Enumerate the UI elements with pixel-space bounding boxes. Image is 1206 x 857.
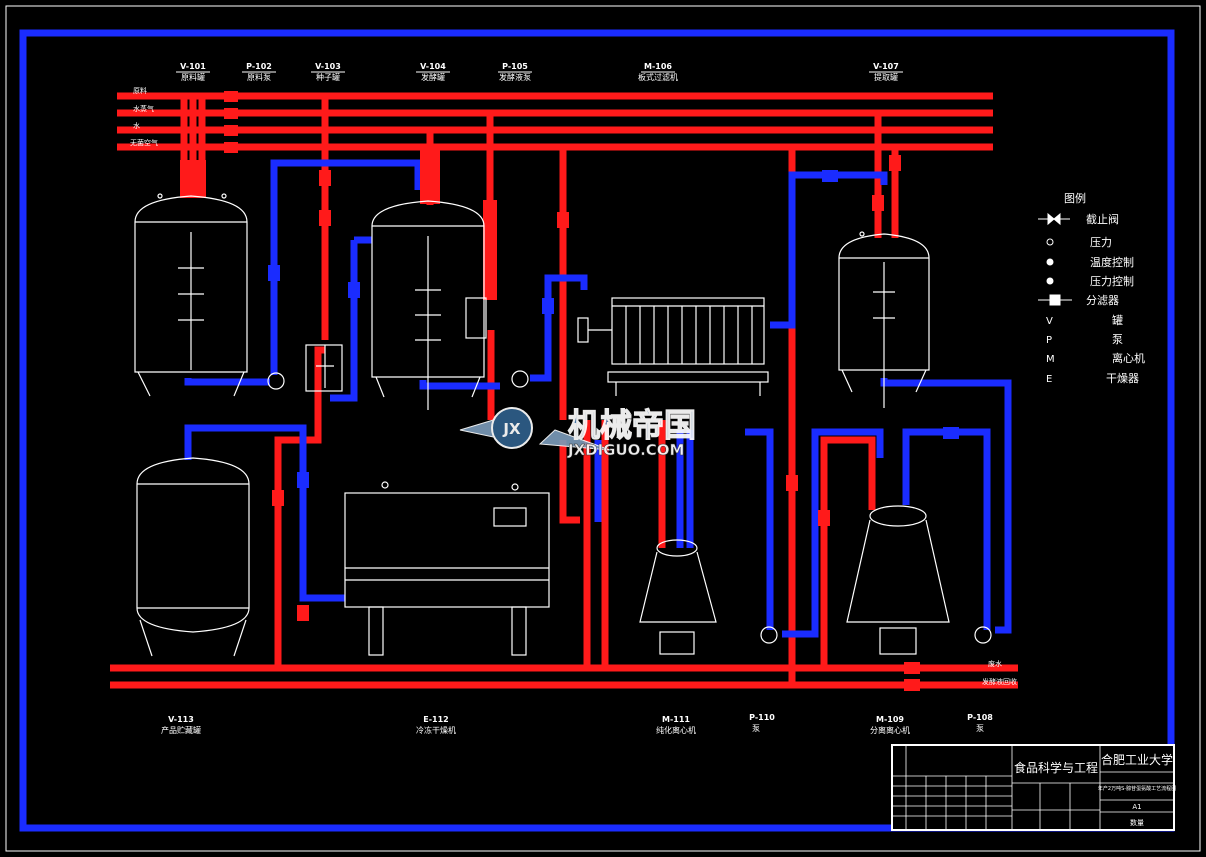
tank-v101 [134, 193, 248, 397]
equip-name: 纯化离心机 [656, 725, 696, 735]
legend-label: 罐 [1112, 314, 1123, 327]
outlet-label-wastewater: 废水 [988, 659, 1002, 668]
legend-label: 压力 [1090, 236, 1112, 249]
equip-code: P-110 [749, 713, 775, 722]
title-block: 食品科学与工程 合肥工业大学 年产2万吨S-腺苷蛋氨酸工艺流程图 A1 数量 [891, 744, 1176, 831]
pump-p102 [267, 372, 285, 390]
pressure-icon [1046, 238, 1054, 246]
equip-code: M-109 [876, 715, 904, 724]
pressure-control-icon [1046, 277, 1054, 285]
legend-label: 分滤器 [1086, 294, 1119, 307]
title-block-university: 合肥工业大学 [1101, 752, 1173, 767]
equip-code: V-107 [873, 62, 899, 71]
blue-frame [19, 29, 1175, 832]
legend-title: 图例 [1064, 191, 1086, 205]
equip-name: 板式过滤机 [638, 72, 678, 82]
pump-p108 [974, 626, 992, 644]
equip-name: 产品贮藏罐 [161, 725, 201, 735]
bottom-equipment-labels: V-113 产品贮藏罐 E-112 冷冻干燥机 M-111 纯化离心机 P-11… [161, 713, 993, 735]
equip-name: 原料泵 [247, 72, 271, 82]
legend-label: 温度控制 [1090, 255, 1134, 269]
legend: 图例 截止阀 压力 温度控制 压力控制 分滤器 V 罐 P 泵 M 离心机 E … [1038, 191, 1145, 385]
equip-code: M-111 [662, 715, 690, 724]
equip-code: M-106 [644, 62, 672, 71]
wing-right-icon [538, 429, 611, 451]
title-block-drawing-title: 年产2万吨S-腺苷蛋氨酸工艺流程图 [1098, 785, 1176, 792]
equip-code: V-103 [315, 62, 341, 71]
equip-name: 提取罐 [874, 72, 898, 82]
legend-symbol: E [1046, 374, 1052, 385]
legend-label: 泵 [1112, 333, 1123, 346]
watermark-badge: JX [502, 420, 521, 438]
filter-press-m106 [577, 297, 769, 396]
equip-code: P-105 [502, 62, 528, 71]
equip-code: V-113 [168, 715, 194, 724]
title-block-role: 数量 [1130, 818, 1144, 827]
legend-label: 干燥器 [1106, 372, 1139, 385]
header-pipes [117, 92, 993, 151]
equip-name: 发酵罐 [421, 72, 445, 82]
feed-label-3: 无菌空气 [130, 138, 158, 147]
freeze-dryer-e112 [344, 481, 550, 656]
outlet-label-recovery: 发酵液回收 [982, 677, 1017, 686]
equip-name: 原料罐 [181, 72, 205, 82]
legend-symbol: V [1046, 316, 1053, 327]
tank-v107 [838, 231, 930, 408]
header-valves [224, 91, 238, 153]
equip-code: E-112 [423, 715, 448, 724]
watermark-en: JXDIGUO.COM [567, 441, 684, 459]
equip-name: 泵 [752, 724, 760, 733]
pump-p105 [511, 370, 529, 388]
legend-label: 压力控制 [1090, 274, 1134, 288]
feed-label-2: 水 [133, 121, 140, 130]
equip-name: 种子罐 [316, 72, 340, 82]
title-block-sheet: A1 [1132, 803, 1141, 811]
watermark: JX 机械帝国 JXDIGUO.COM [459, 405, 697, 459]
equipment [134, 193, 992, 657]
feed-line-labels: 原料 水蒸气 水 无菌空气 [130, 86, 158, 147]
equip-code: V-101 [180, 62, 206, 71]
tank-v103 [305, 344, 343, 392]
equip-code: P-108 [967, 713, 993, 722]
legend-symbol: P [1046, 335, 1052, 346]
watermark-cn: 机械帝国 [568, 406, 696, 444]
equip-name: 冷冻干燥机 [416, 725, 456, 735]
centrifuge-m111 [639, 539, 717, 655]
temperature-control-icon [1046, 258, 1054, 266]
feed-label-0: 原料 [133, 86, 147, 95]
top-equipment-labels: V-101 原料罐 P-102 原料泵 V-103 种子罐 V-104 发酵罐 … [180, 62, 899, 82]
equip-name: 分离离心机 [870, 725, 910, 735]
equip-code: V-104 [420, 62, 446, 71]
legend-symbol: M [1046, 354, 1055, 365]
legend-label: 截止阀 [1086, 212, 1119, 226]
title-block-department: 食品科学与工程 [1014, 760, 1098, 775]
valve-markers [180, 150, 959, 691]
filter-icon [1049, 294, 1061, 306]
globe-valve-icon [1047, 212, 1055, 226]
equip-name: 发酵液泵 [499, 72, 531, 82]
gear-badge-icon [491, 407, 533, 449]
outer-border [5, 5, 1201, 852]
tank-v104 [371, 200, 487, 410]
centrifuge-m109 [846, 505, 950, 655]
globe-valve-icon [1053, 212, 1061, 226]
equip-code: P-102 [246, 62, 272, 71]
feed-label-1: 水蒸气 [133, 104, 154, 113]
pump-p110 [760, 626, 778, 644]
legend-label: 离心机 [1112, 351, 1145, 365]
tank-v113 [136, 457, 250, 657]
equip-name: 泵 [976, 724, 984, 733]
